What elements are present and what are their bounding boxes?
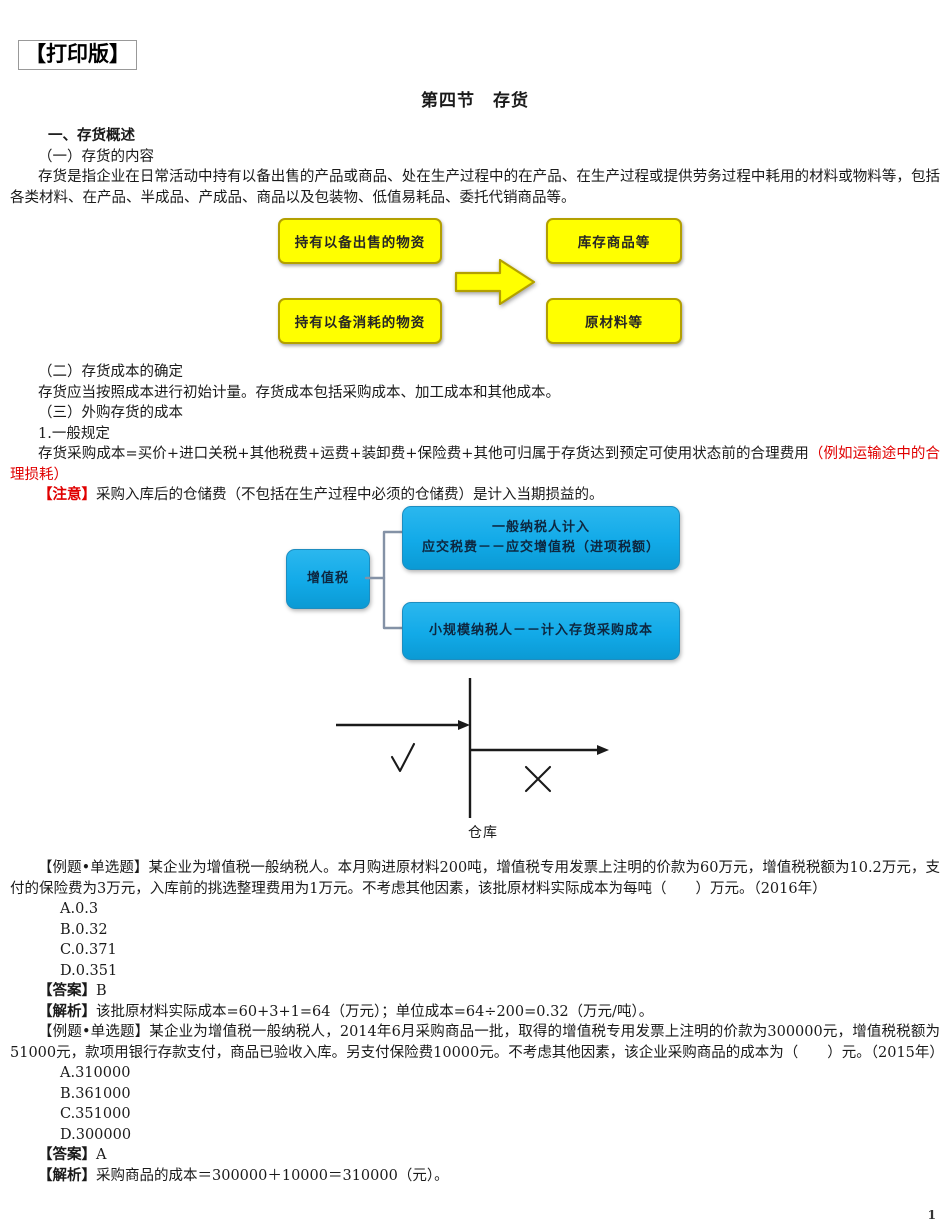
title-section: 第四节 [421,91,475,111]
question-2-option-d: D.300000 [60,1126,132,1143]
diagram-vat-treatment: 增值税 一般纳税人计入 应交税费－－应交增值税（进项税额） 小规模纳税人－－计入… [268,502,688,662]
note-text: 采购入库后的仓储费（不包括在生产过程中必须的仓储费）是计入当期损益的。 [96,487,604,503]
question-2-option-b: B.361000 [60,1085,131,1102]
paragraph-storage-fee-note: 【注意】采购入库后的仓储费（不包括在生产过程中必须的仓储费）是计入当期损益的。 [10,485,940,506]
box-raw-material: 原材料等 [546,298,682,344]
box-hold-for-consumption: 持有以备消耗的物资 [278,298,442,344]
diagram-inventory-categories: 持有以备出售的物资 持有以备消耗的物资 库存商品等 原材料等 [268,214,688,354]
example-question-1: 【例题•单选题】某企业为增值税一般纳税人。本月购进原材料200吨，增值税专用发票… [10,858,940,1022]
question-1-option-a: A.0.3 [60,901,99,917]
print-version-tag: 【打印版】 [18,40,137,71]
question-2-answer-label: 【答案】 [38,1146,96,1163]
paragraph-purchase-cost-formula: 存货采购成本=买价+进口关税+其他税费+运费+装卸费+保险费+其他可归属于存货达… [10,444,940,485]
question-2-answer-value: A [96,1147,107,1163]
warehouse-label: 仓库 [468,825,498,841]
subheading-general-rule: 1.一般规定 [38,425,110,442]
box-stock-goods: 库存商品等 [546,218,682,264]
branch-connector-icon [364,530,406,630]
section-overview: 一、存货概述 （一）存货的内容 存货是指企业在日常活动中持有以备出售的产品或商品… [10,126,940,208]
formula-main: 存货采购成本=买价+进口关税+其他税费+运费+装卸费+保险费+其他可归属于存货达… [38,446,809,462]
box-general-taxpayer: 一般纳税人计入 应交税费－－应交增值税（进项税额） [402,506,680,570]
subheading-inventory-content: （一）存货的内容 [38,148,154,165]
question-1-analysis-row: 【解析】该批原材料实际成本=60+3+1=64（万元）；单位成本=64÷200=… [10,1002,940,1023]
paragraph-cost-composition: 存货应当按照成本进行初始计量。存货成本包括采购成本、加工成本和其他成本。 [38,384,560,401]
example-question-2: 【例题•单选题】某企业为增值税一般纳税人，2014年6月采购商品一批，取得的增值… [10,1022,944,1187]
note-label: 【注意】 [38,486,96,503]
question-1-answer-label: 【答案】 [38,982,96,999]
question-1-option-c: C.0.371 [60,942,117,958]
diagram-warehouse-timeline: 仓库 [330,672,630,847]
page-number: 1 [927,1208,936,1222]
heading-overview: 一、存货概述 [48,127,135,144]
question-2-answer-row: 【答案】A [10,1145,940,1166]
title-name: 存货 [493,91,529,111]
question-1-analysis-label: 【解析】 [38,1002,96,1020]
question-2-analysis-text: 采购商品的成本＝300000＋10000＝310000（元）。 [96,1167,449,1184]
formula-note-red: （例如运输途中的合理损耗） [10,446,940,483]
paragraph-inventory-definition: 存货是指企业在日常活动中持有以备出售的产品或商品、处在生产过程中的在产品、在生产… [10,169,940,206]
question-1-option-d: D.0.351 [60,962,118,979]
general-taxpayer-line1: 一般纳税人计入 [491,520,590,535]
question-1-text: 【例题•单选题】某企业为增值税一般纳税人。本月购进原材料200吨，增值税专用发票… [10,860,940,897]
section-cost-determination: （二）存货成本的确定 存货应当按照成本进行初始计量。存货成本包括采购成本、加工成… [10,362,940,506]
question-2-option-a: A.310000 [60,1065,131,1081]
question-1-analysis-text: 该批原材料实际成本=60+3+1=64（万元）；单位成本=64÷200=0.32… [96,1003,654,1020]
question-1-answer-value: B [96,983,107,999]
question-2-option-c: C.351000 [60,1106,131,1122]
right-arrow-icon [454,258,536,306]
warehouse-axis-icon [336,678,609,818]
question-2-text: 【例题•单选题】某企业为增值税一般纳税人，2014年6月采购商品一批，取得的增值… [10,1024,944,1061]
question-2-analysis-row: 【解析】采购商品的成本＝300000＋10000＝310000（元）。 [10,1166,940,1187]
box-small-scale-taxpayer: 小规模纳税人－－计入存货采购成本 [402,602,680,660]
question-1-option-b: B.0.32 [60,921,108,938]
box-hold-for-sale: 持有以备出售的物资 [278,218,442,264]
subheading-purchased-inventory-cost: （三）外购存货的成本 [38,405,183,421]
subheading-cost-determination: （二）存货成本的确定 [38,364,183,380]
question-1-answer-row: 【答案】B [10,981,940,1002]
general-taxpayer-line2: 应交税费－－应交增值税（进项税额） [421,540,660,555]
question-2-analysis-label: 【解析】 [38,1166,96,1184]
page-title: 第四节存货 [0,86,950,111]
box-vat-root: 增值税 [286,549,370,609]
